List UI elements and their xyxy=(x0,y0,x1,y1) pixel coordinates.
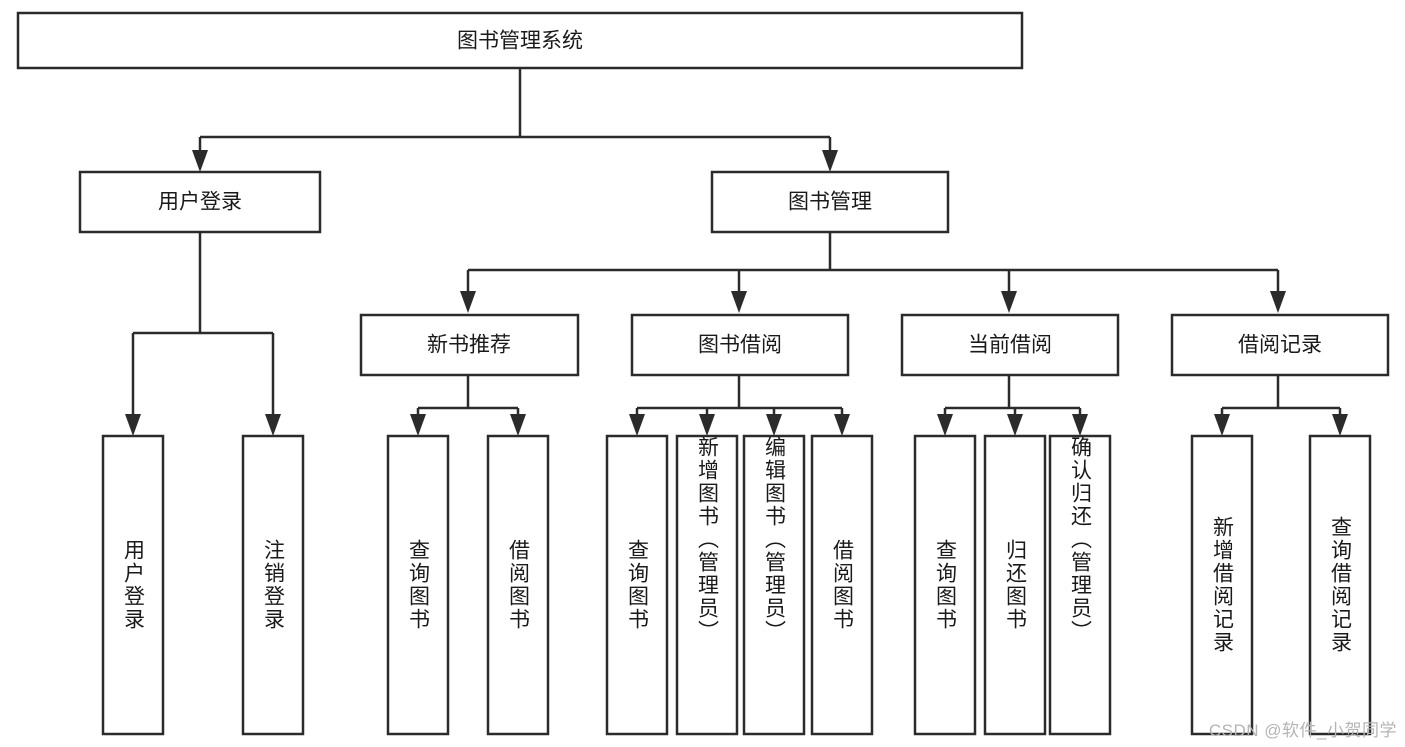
leaf-user-login-box[interactable] xyxy=(101,434,165,736)
arrow-to-leaf-query-book-3 xyxy=(937,414,953,436)
arrow-to-leaf-add-record xyxy=(1214,414,1230,436)
node-book-borrow-box[interactable] xyxy=(630,313,850,377)
leaf-confirm-return-box[interactable] xyxy=(1048,434,1112,736)
arrow-to-leaf-edit-book xyxy=(766,414,782,436)
arrow-to-leaf-user-login xyxy=(125,414,141,436)
leaf-add-record-box[interactable] xyxy=(1190,434,1254,736)
node-new-book-recommend-label: 新书推荐 xyxy=(427,334,511,357)
node-user-login[interactable]: 用户登录 xyxy=(78,170,322,234)
node-borrow-record-label: 借阅记录 xyxy=(1238,334,1322,357)
node-user-login-box[interactable] xyxy=(78,170,322,234)
arrow-to-user-login xyxy=(192,150,208,172)
arrow-to-book-management xyxy=(822,150,838,172)
leaf-query-book-3-box[interactable] xyxy=(913,434,977,736)
node-borrow-record[interactable]: 借阅记录 xyxy=(1170,313,1390,377)
node-book-management[interactable]: 图书管理 xyxy=(710,170,950,234)
arrow-to-leaf-borrow-book-1 xyxy=(510,414,526,436)
leaf-query-record-box[interactable] xyxy=(1308,434,1372,736)
node-new-book-recommend[interactable]: 新书推荐 xyxy=(359,313,580,377)
node-book-borrow-label: 图书借阅 xyxy=(698,334,782,357)
node-root-label: 图书管理系统 xyxy=(457,30,583,53)
leaf-query-book-1-box[interactable] xyxy=(386,434,450,736)
node-book-management-label: 图书管理 xyxy=(788,191,872,214)
arrow-to-leaf-add-book xyxy=(699,414,715,436)
leaf-logout-login-box[interactable] xyxy=(241,434,305,736)
arrow-to-leaf-logout-login xyxy=(265,414,281,436)
connector-layer xyxy=(125,68,1348,436)
node-book-management-box[interactable] xyxy=(710,170,950,234)
leaf-box-layer xyxy=(101,434,1372,736)
node-user-login-label: 用户登录 xyxy=(158,191,242,214)
node-book-borrow[interactable]: 图书借阅 xyxy=(630,313,850,377)
node-root[interactable]: 图书管理系统 xyxy=(16,11,1024,70)
arrow-to-borrow xyxy=(731,291,747,313)
node-root-box[interactable] xyxy=(16,11,1024,70)
leaf-borrow-book-2-box[interactable] xyxy=(810,434,874,736)
arrow-to-leaf-confirm-return xyxy=(1072,414,1088,436)
node-current-borrow-label: 当前借阅 xyxy=(968,334,1052,357)
arrow-to-newbook xyxy=(460,291,476,313)
watermark-text: CSDN @软件_小贺同学 xyxy=(1208,721,1397,740)
node-new-book-recommend-box[interactable] xyxy=(359,313,580,377)
node-current-borrow-box[interactable] xyxy=(900,313,1120,377)
leaf-return-book-box[interactable] xyxy=(983,434,1047,736)
arrow-to-current xyxy=(1001,291,1017,313)
leaf-add-book-box[interactable] xyxy=(675,434,739,736)
arrow-to-leaf-query-book-2 xyxy=(629,414,645,436)
arrow-to-leaf-query-book-1 xyxy=(410,414,426,436)
arrow-to-leaf-borrow-book-2 xyxy=(834,414,850,436)
node-current-borrow[interactable]: 当前借阅 xyxy=(900,313,1120,377)
arrow-to-leaf-return-book xyxy=(1007,414,1023,436)
arrow-to-leaf-query-record xyxy=(1332,414,1348,436)
leaf-edit-book-box[interactable] xyxy=(742,434,806,736)
node-borrow-record-box[interactable] xyxy=(1170,313,1390,377)
leaf-query-book-2-box[interactable] xyxy=(605,434,669,736)
leaf-borrow-book-1-box[interactable] xyxy=(486,434,550,736)
arrow-to-record xyxy=(1270,291,1286,313)
